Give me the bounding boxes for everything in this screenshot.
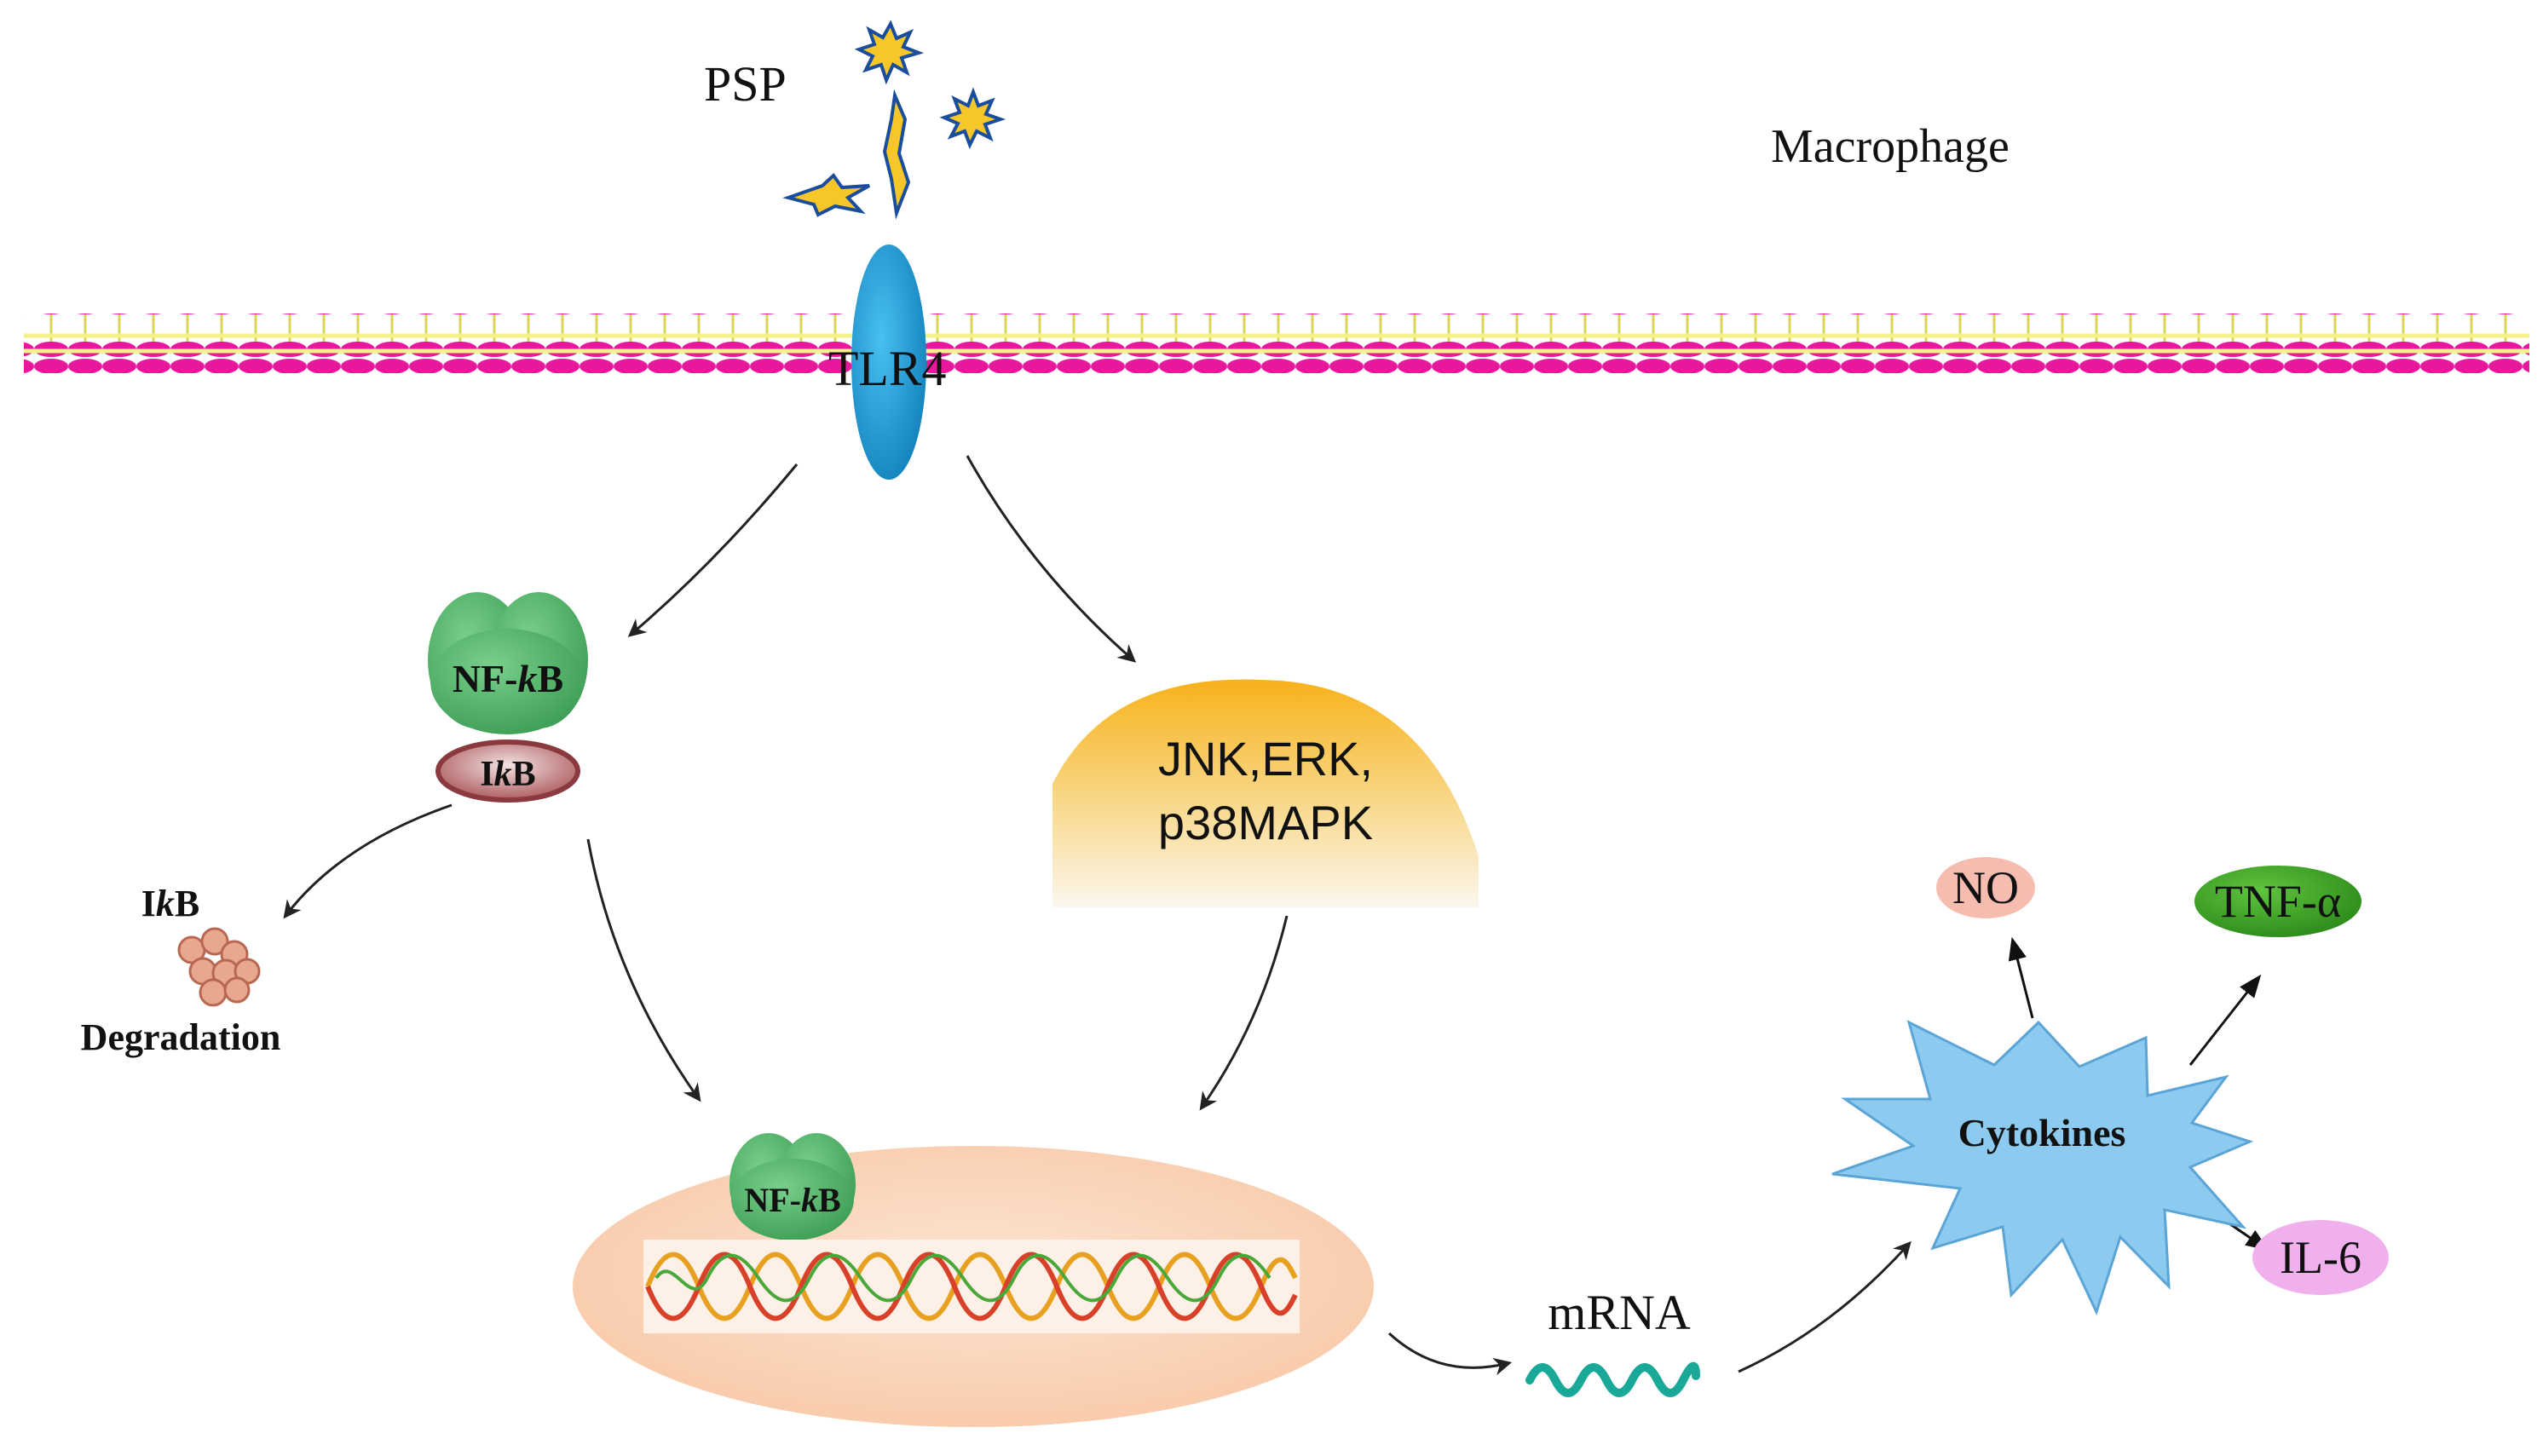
nfkb-ikb-complex (428, 592, 588, 803)
cell-membrane (24, 314, 2529, 373)
mrna-label: mRNA (1548, 1285, 1691, 1340)
ikb-degradation-title: IkB (141, 883, 199, 924)
nucleus-nfkb (729, 1133, 856, 1240)
dna-strand (643, 1240, 1300, 1333)
degradation-label: Degradation (81, 1016, 281, 1058)
psp-label: PSP (704, 56, 787, 112)
arrow-mrna-to-cytokines (1738, 1240, 1912, 1373)
mrna-wave-icon (1525, 1361, 1700, 1397)
mapk-dome (1052, 679, 1479, 907)
arrow-cytokines-to-no (2008, 936, 2034, 1019)
tlr4-receptor (851, 245, 926, 480)
tnf-label: TNF-α (2215, 876, 2341, 927)
arrow-nucleus-to-mrna (1387, 1332, 1513, 1376)
psp-ligand-icon (782, 20, 1006, 220)
arrow-cytokines-to-tnf (2188, 974, 2262, 1066)
mapk-label-line2: p38MAPK (1158, 796, 1373, 849)
mapk-label-line1: JNK,ERK, (1158, 732, 1373, 786)
arrow-tlr4-to-nfkb (627, 463, 799, 637)
tnf-badge (2194, 866, 2361, 937)
arrow-nfkb-to-nucleus (586, 838, 701, 1102)
arrow-ikb-to-degradation (283, 803, 453, 919)
pathway-arrows (283, 455, 1912, 1376)
arrow-mapk-to-nucleus (1199, 915, 1289, 1111)
ikb-degradation-icon (177, 927, 261, 1007)
macrophage-label: Macrophage (1771, 120, 2010, 173)
no-label: NO (1952, 862, 2019, 913)
nucleus-nfkb-label: NF-kB (744, 1181, 840, 1219)
ikb-ring (435, 740, 580, 803)
il6-label: IL-6 (2280, 1232, 2361, 1283)
arrow-tlr4-to-mapk (966, 455, 1137, 663)
cytokines-starburst (1831, 1020, 2254, 1316)
nfkb-label: NF-kB (453, 657, 563, 700)
no-badge (1936, 857, 2035, 918)
tlr4-label: TLR4 (828, 341, 947, 396)
cytokines-label: Cytokines (1958, 1111, 2126, 1154)
ikb-label: IkB (480, 755, 535, 794)
il6-badge (2252, 1220, 2389, 1295)
